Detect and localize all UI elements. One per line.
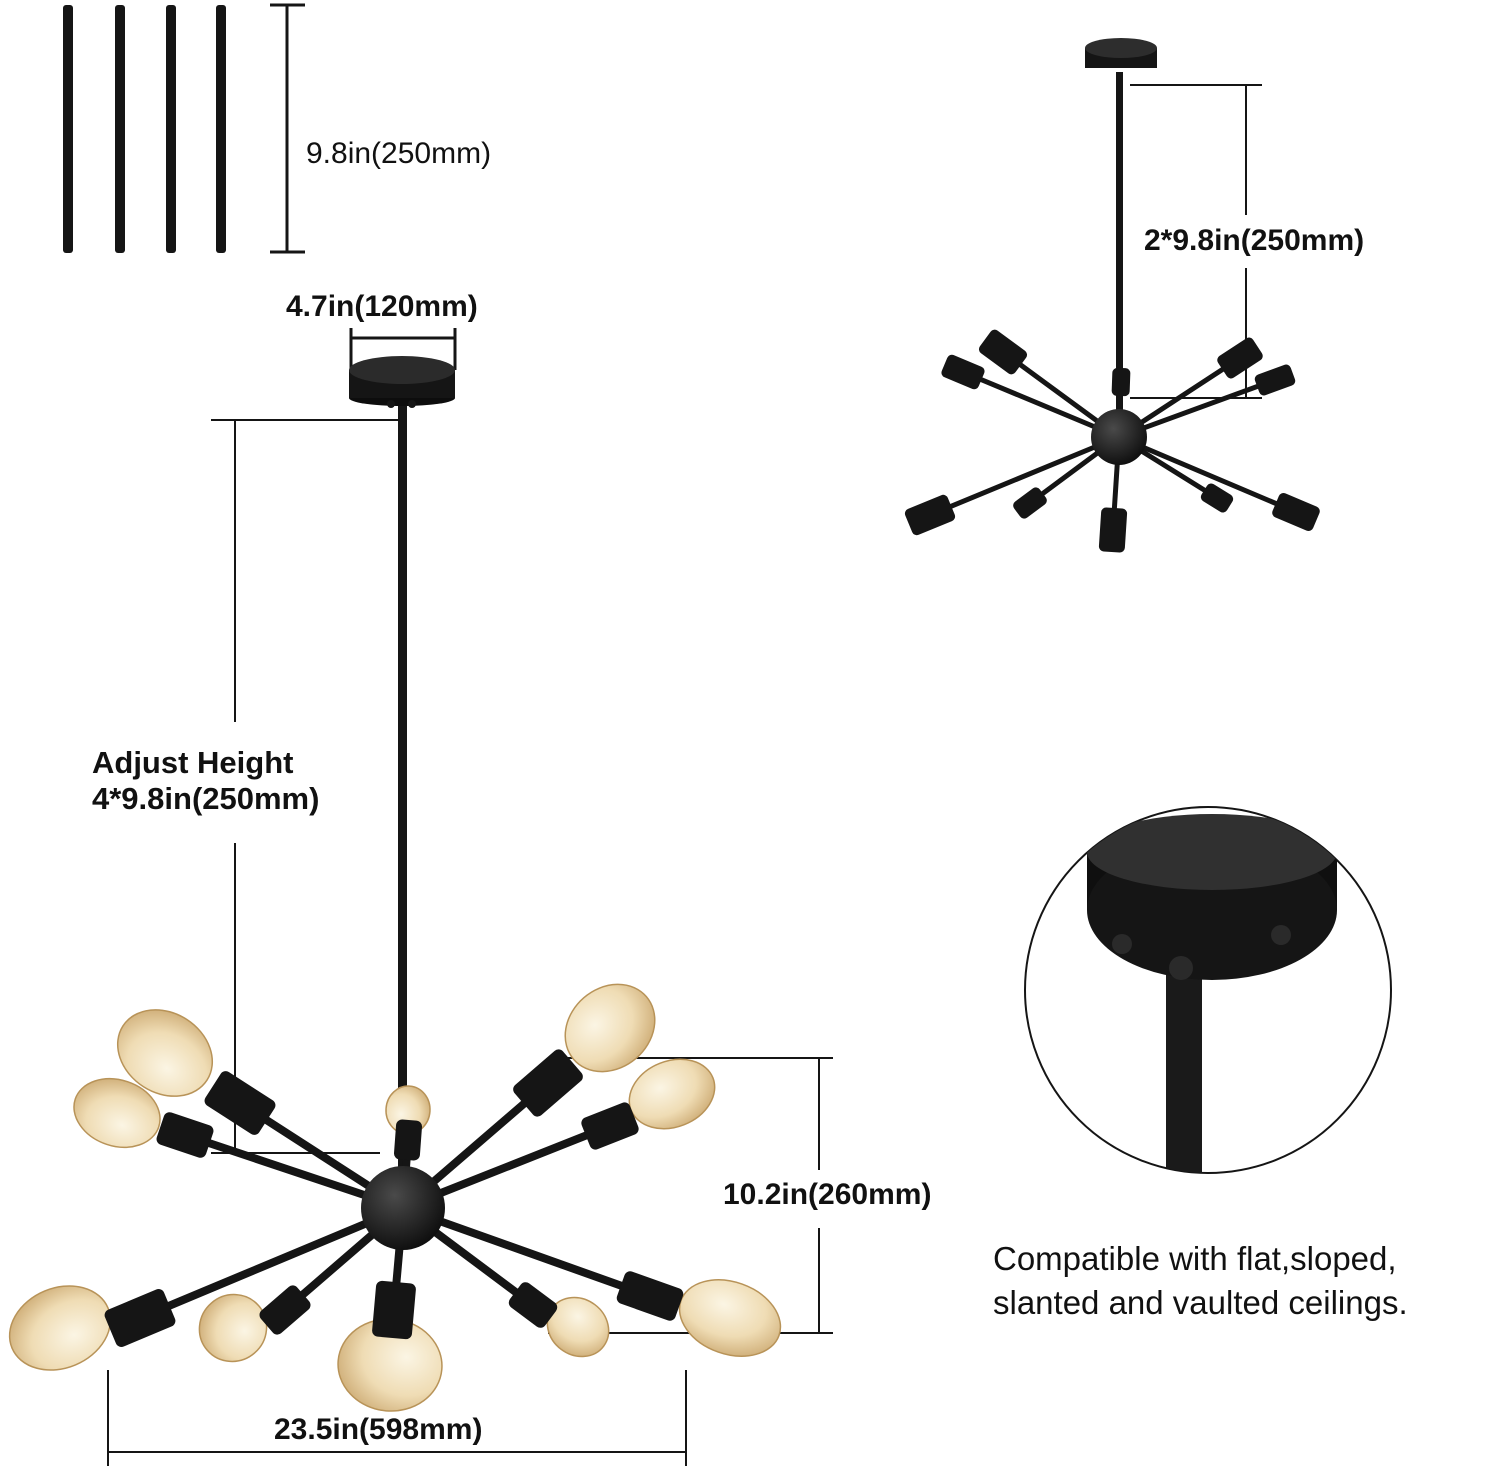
edison-bulb	[678, 1279, 782, 1357]
extension-label: 2*9.8in(250mm)	[1144, 224, 1365, 257]
canopy-width-label: 4.7in(120mm)	[286, 290, 478, 323]
empty-socket	[904, 494, 956, 536]
empty-socket	[941, 354, 985, 390]
bulb-socket	[259, 1285, 311, 1335]
main-stem-rod	[398, 398, 407, 1198]
bulb-socket	[581, 1102, 639, 1150]
bulb-socket	[393, 1119, 423, 1161]
main-chandelier	[349, 356, 455, 1198]
small-hub-sphere	[1091, 409, 1147, 465]
bulb-socket	[104, 1289, 176, 1347]
arm-with-bulb	[337, 1204, 443, 1412]
adjust-height-title: Adjust Height	[92, 745, 294, 780]
edison-bulb	[8, 1285, 112, 1371]
bulb-socket	[204, 1071, 276, 1135]
arm-with-bulb	[399, 983, 656, 1212]
arm-with-bulb	[116, 1009, 407, 1212]
extension-rods-group	[63, 3, 305, 254]
extension-rod	[166, 5, 176, 253]
empty-socket	[1272, 493, 1320, 531]
rod-length-label: 9.8in(250mm)	[306, 137, 492, 170]
bulb-socket	[156, 1112, 214, 1158]
canopy-detail-inset	[1024, 806, 1392, 1174]
bulb-socket	[616, 1271, 684, 1321]
body-width-label: 23.5in(598mm)	[274, 1413, 483, 1446]
rod-length-dimension-line	[270, 3, 305, 254]
empty-socket	[1200, 483, 1234, 513]
empty-socket	[1111, 367, 1131, 397]
extension-dimension-line	[1130, 84, 1262, 399]
extension-rod	[63, 5, 73, 253]
arm-with-bulb	[399, 1204, 782, 1357]
bulb-socket	[508, 1282, 558, 1328]
main-hub-sphere	[361, 1166, 445, 1250]
empty-socket	[1098, 507, 1128, 553]
empty-socket	[1217, 337, 1263, 379]
small-stem-rod	[1116, 72, 1123, 427]
arm-with-bulb	[399, 1058, 716, 1212]
arm-with-bulb	[8, 1204, 407, 1371]
assembled-chandelier	[904, 38, 1320, 553]
empty-socket	[978, 329, 1028, 375]
edison-bulb	[116, 1009, 214, 1097]
bulb-socket	[372, 1280, 416, 1340]
canopy-width-dimension-line	[349, 328, 457, 370]
body-height-label: 10.2in(260mm)	[723, 1178, 932, 1211]
small-arm	[1116, 434, 1320, 531]
adjust-height-value: 4*9.8in(250mm)	[92, 781, 320, 816]
caption-line-1: Compatible with flat,sloped,	[993, 1240, 1397, 1277]
small-arm	[941, 354, 1122, 440]
body-width-dimension-line	[107, 1370, 687, 1466]
edison-bulb	[564, 983, 656, 1073]
detail-stem	[1166, 960, 1202, 1173]
ceiling-compatibility-caption: Compatible with flat,sloped, slanted and…	[993, 1237, 1408, 1325]
edison-bulb	[73, 1077, 161, 1149]
small-arm	[904, 434, 1122, 536]
extension-rod	[216, 5, 226, 253]
adjust-height-label: Adjust Height 4*9.8in(250mm)	[92, 745, 319, 817]
small-arm	[1116, 364, 1296, 440]
edison-bulb	[198, 1293, 268, 1363]
caption-line-2: slanted and vaulted ceilings.	[993, 1284, 1408, 1321]
empty-socket	[1254, 364, 1296, 396]
bulb-socket	[513, 1049, 583, 1117]
extension-rod	[115, 5, 125, 253]
empty-socket	[1013, 487, 1047, 519]
